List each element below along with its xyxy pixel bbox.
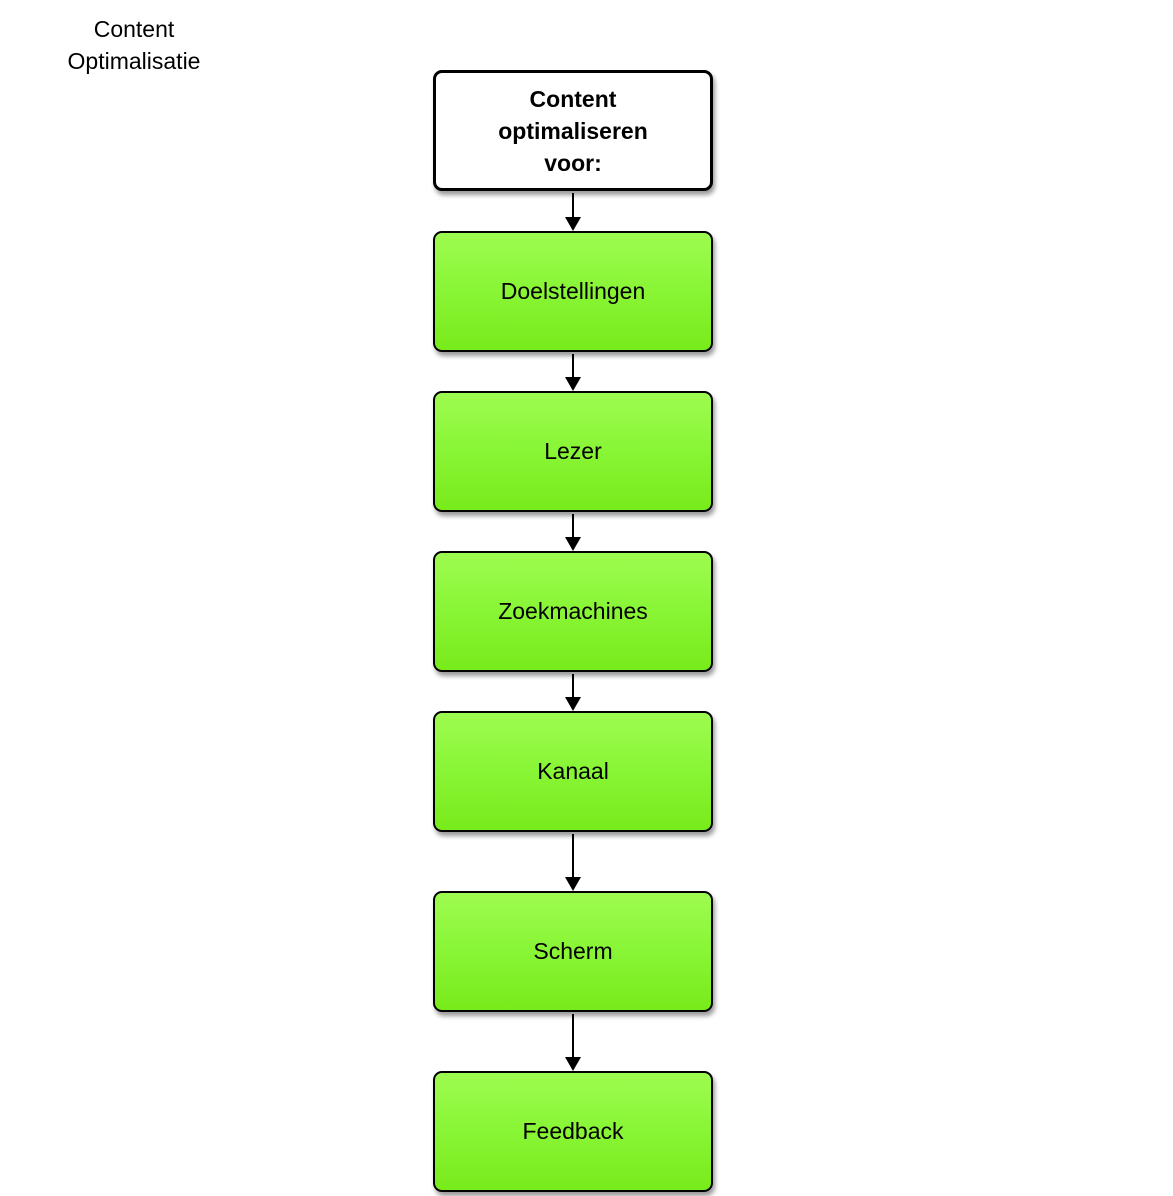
arrow-shaft <box>572 834 574 878</box>
flow-arrow-2 <box>565 354 581 391</box>
arrow-head-icon <box>565 217 581 231</box>
flow-arrow-4 <box>565 674 581 711</box>
start-label-line1: Content <box>529 85 617 112</box>
arrow-head-icon <box>565 377 581 391</box>
flow-node-label: Scherm <box>533 938 613 964</box>
diagram-title-line1: Content <box>93 16 175 42</box>
arrow-head-icon <box>565 877 581 891</box>
flow-node-start: Content optimaliseren voor: <box>433 70 713 191</box>
arrow-shaft <box>572 1014 574 1058</box>
arrow-shaft <box>572 354 574 378</box>
flow-node-label: Feedback <box>522 1118 624 1144</box>
arrow-head-icon <box>565 537 581 551</box>
arrow-shaft <box>572 514 574 538</box>
flow-node-start-label: Content optimaliseren voor: <box>498 83 648 179</box>
flow-arrow-5 <box>565 834 581 891</box>
flow-node-kanaal: Kanaal <box>433 711 713 832</box>
diagram-title: Content Optimalisatie <box>34 13 234 77</box>
flow-arrow-6 <box>565 1014 581 1071</box>
flow-node-label: Doelstellingen <box>500 278 646 304</box>
flow-node-label: Kanaal <box>537 758 609 784</box>
flow-node-label: Zoekmachines <box>498 598 648 624</box>
arrow-shaft <box>572 193 574 218</box>
start-label-line3: voor: <box>544 149 602 176</box>
diagram-title-line2: Optimalisatie <box>67 48 201 74</box>
arrow-head-icon <box>565 697 581 711</box>
arrow-shaft <box>572 674 574 698</box>
arrow-head-icon <box>565 1057 581 1071</box>
flow-node-doelstellingen: Doelstellingen <box>433 231 713 352</box>
start-label-line2: optimaliseren <box>498 117 648 144</box>
flow-node-lezer: Lezer <box>433 391 713 512</box>
flow-node-label: Lezer <box>544 438 602 464</box>
flow-arrow-1 <box>565 193 581 231</box>
flow-arrow-3 <box>565 514 581 551</box>
flow-node-scherm: Scherm <box>433 891 713 1012</box>
flow-node-feedback: Feedback <box>433 1071 713 1192</box>
flow-node-zoekmachines: Zoekmachines <box>433 551 713 672</box>
